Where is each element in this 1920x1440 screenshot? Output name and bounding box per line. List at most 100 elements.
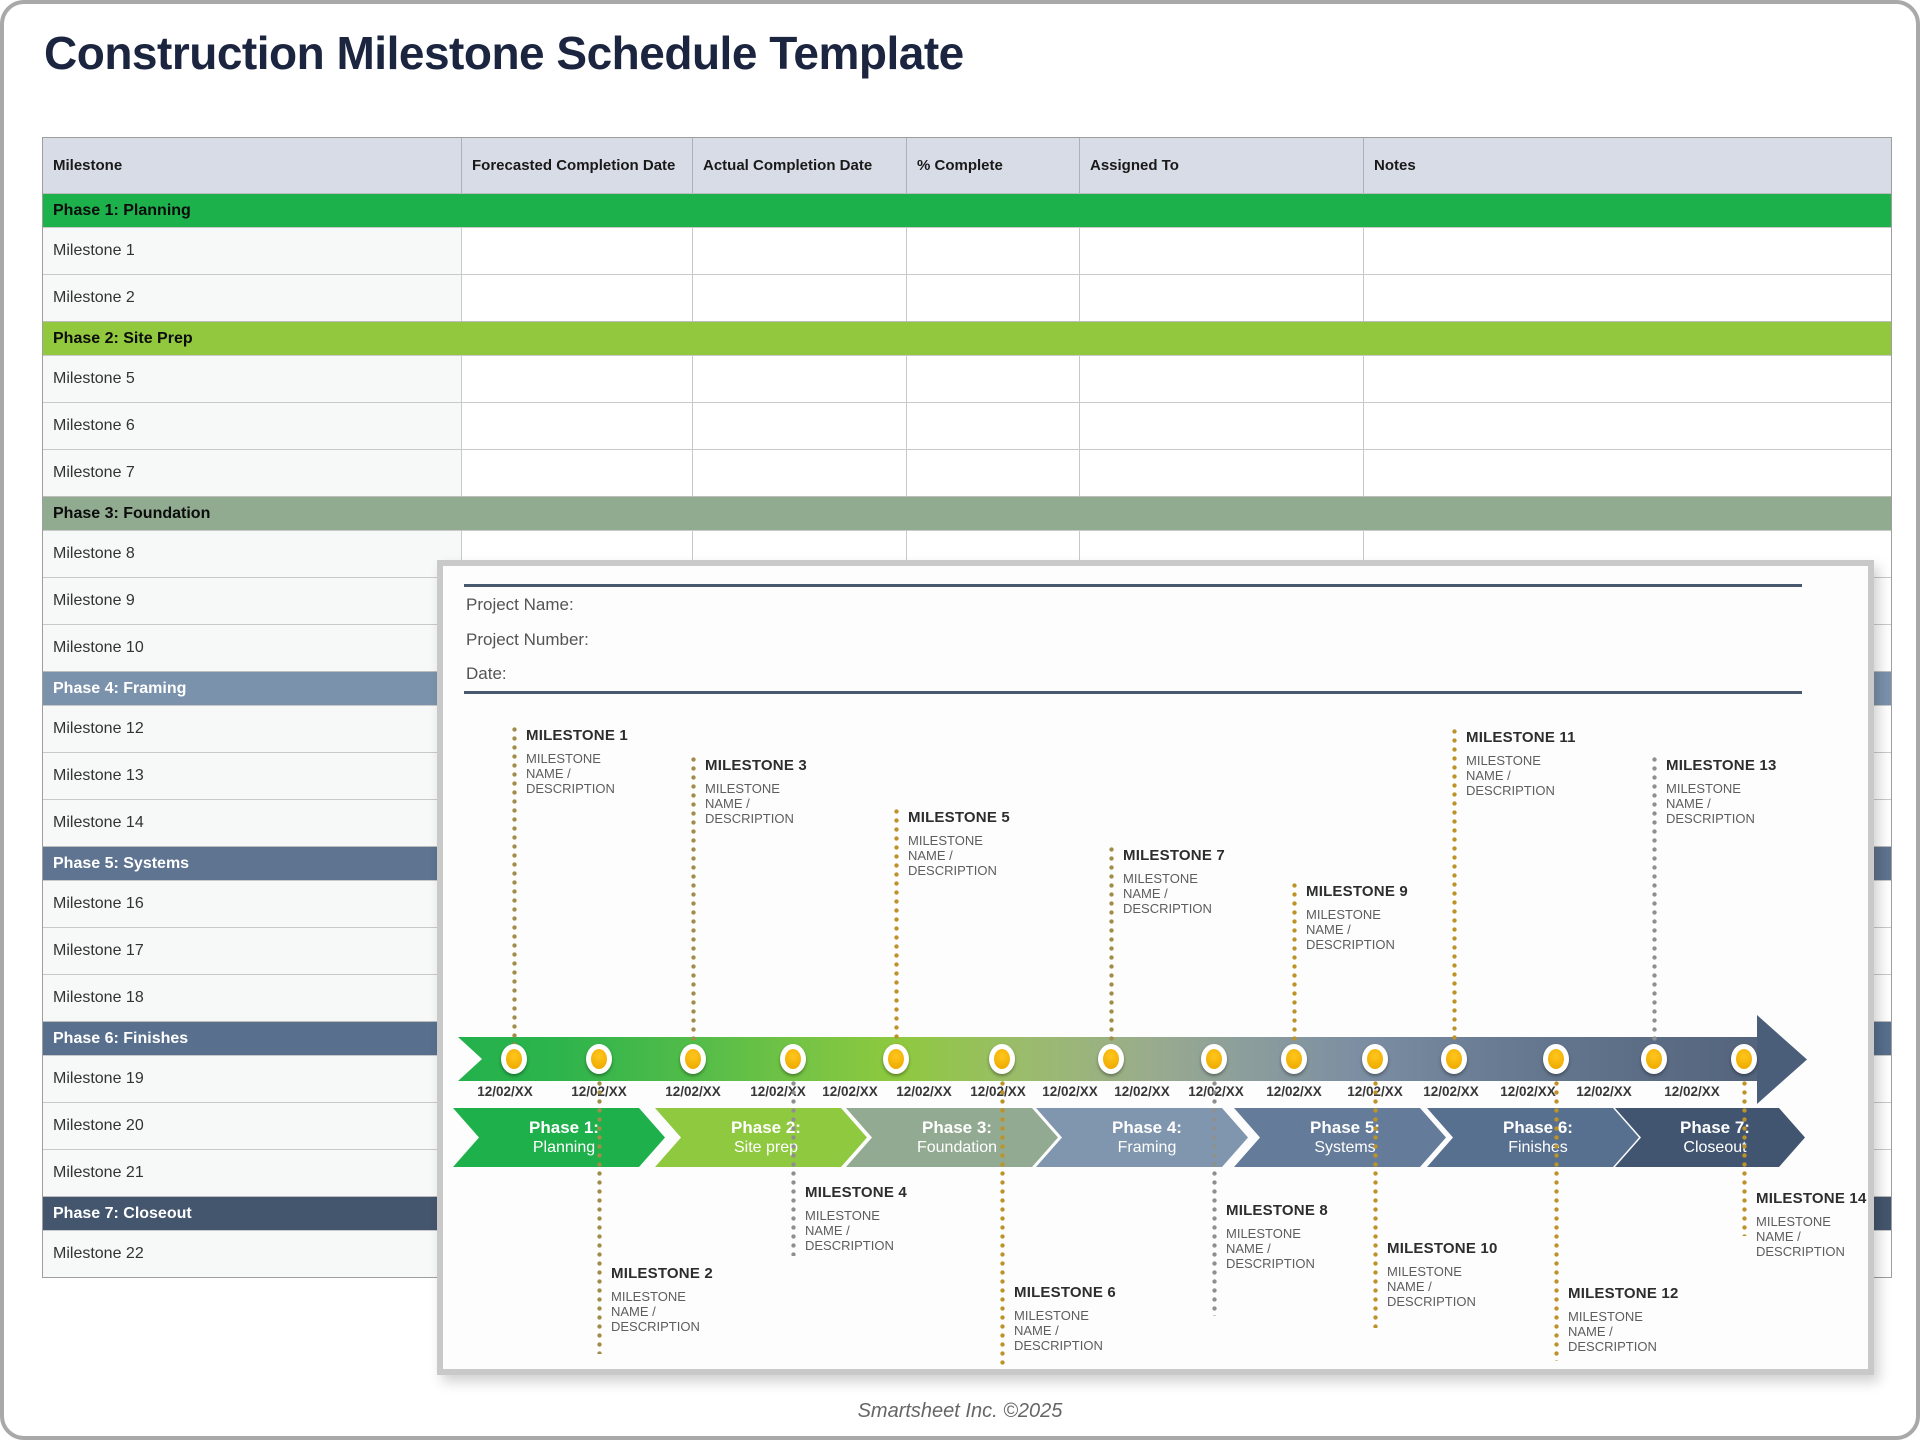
milestone-node-icon bbox=[680, 1044, 706, 1074]
table-cell[interactable] bbox=[1080, 403, 1364, 449]
project-name-input[interactable] bbox=[644, 591, 1544, 617]
timeline-panel bbox=[437, 560, 1874, 1375]
phase-arrow-title: Phase 6: bbox=[1503, 1117, 1573, 1137]
phase-arrow-5: Phase 5:Systems bbox=[1234, 1108, 1446, 1167]
table-row: Milestone 1 bbox=[43, 227, 1891, 274]
phase-arrow-subtitle: Systems bbox=[1314, 1138, 1376, 1156]
table-cell[interactable] bbox=[907, 450, 1080, 496]
table-cell[interactable] bbox=[462, 228, 693, 274]
timeline-date-label: 12/02/XX bbox=[822, 1084, 878, 1099]
milestone-node-icon bbox=[1098, 1044, 1124, 1074]
table-cell[interactable] bbox=[907, 403, 1080, 449]
milestone-name-cell[interactable]: Milestone 13 bbox=[43, 753, 462, 799]
milestone-name-cell[interactable]: Milestone 20 bbox=[43, 1103, 462, 1149]
table-cell[interactable] bbox=[907, 356, 1080, 402]
milestone-node-icon bbox=[1543, 1044, 1569, 1074]
table-cell[interactable] bbox=[693, 356, 907, 402]
table-cell[interactable] bbox=[693, 275, 907, 321]
table-cell[interactable] bbox=[462, 403, 693, 449]
milestone-11-leader-line bbox=[1452, 729, 1457, 1052]
table-cell[interactable] bbox=[1364, 356, 1891, 402]
milestone-name-cell[interactable]: Milestone 10 bbox=[43, 625, 462, 671]
milestone-node-icon bbox=[1641, 1044, 1667, 1074]
table-cell[interactable] bbox=[1080, 228, 1364, 274]
milestone-callout-title: MILESTONE 2 bbox=[611, 1265, 713, 1282]
milestone-callout-title: MILESTONE 4 bbox=[805, 1184, 907, 1201]
milestone-node-icon bbox=[1281, 1044, 1307, 1074]
phase-row: Phase 2: Site Prep bbox=[43, 321, 1891, 355]
phase-arrow-6: Phase 6:Finishes bbox=[1427, 1108, 1639, 1167]
milestone-name-cell[interactable]: Milestone 8 bbox=[43, 531, 462, 577]
milestone-name-cell[interactable]: Milestone 16 bbox=[43, 881, 462, 927]
milestone-node-icon bbox=[1441, 1044, 1467, 1074]
divider-line bbox=[464, 691, 1802, 694]
phase-row: Phase 1: Planning bbox=[43, 193, 1891, 227]
timeline-date-label: 12/02/XX bbox=[665, 1084, 721, 1099]
date-input[interactable] bbox=[644, 660, 1544, 686]
table-cell[interactable] bbox=[1080, 356, 1364, 402]
milestone-callout-title: MILESTONE 5 bbox=[908, 809, 1010, 826]
milestone-name-cell[interactable]: Milestone 21 bbox=[43, 1150, 462, 1196]
milestone-callout-title: MILESTONE 1 bbox=[526, 727, 628, 744]
table-cell[interactable] bbox=[462, 356, 693, 402]
column-header: % Complete bbox=[907, 138, 1080, 193]
milestone-name-cell[interactable]: Milestone 19 bbox=[43, 1056, 462, 1102]
table-cell[interactable] bbox=[1364, 450, 1891, 496]
table-cell[interactable] bbox=[1364, 228, 1891, 274]
table-cell[interactable] bbox=[1364, 403, 1891, 449]
table-row: Milestone 7 bbox=[43, 449, 1891, 496]
milestone-node-icon bbox=[780, 1044, 806, 1074]
table-cell[interactable] bbox=[693, 228, 907, 274]
milestone-name-cell[interactable]: Milestone 7 bbox=[43, 450, 462, 496]
phase-arrow-subtitle: Site prep bbox=[733, 1138, 799, 1156]
page-title: Construction Milestone Schedule Template bbox=[44, 27, 964, 79]
column-header: Actual Completion Date bbox=[693, 138, 907, 193]
project-number-input[interactable] bbox=[644, 626, 1544, 652]
milestone-name-cell[interactable]: Milestone 5 bbox=[43, 356, 462, 402]
table-cell[interactable] bbox=[1080, 275, 1364, 321]
field-label-project-number: Project Number: bbox=[466, 630, 589, 649]
milestone-name-cell[interactable]: Milestone 22 bbox=[43, 1231, 462, 1277]
table-cell[interactable] bbox=[693, 403, 907, 449]
table-cell[interactable] bbox=[693, 450, 907, 496]
field-label-project-name: Project Name: bbox=[466, 595, 574, 614]
milestone-name-cell[interactable]: Milestone 9 bbox=[43, 578, 462, 624]
table-cell[interactable] bbox=[907, 275, 1080, 321]
timeline-date-label: 12/02/XX bbox=[1114, 1084, 1170, 1099]
table-cell[interactable] bbox=[907, 228, 1080, 274]
milestone-14-leader-line bbox=[1742, 1081, 1747, 1236]
milestone-callout-title: MILESTONE 12 bbox=[1568, 1285, 1679, 1302]
milestone-name-cell[interactable]: Milestone 2 bbox=[43, 275, 462, 321]
milestone-8-leader-line bbox=[1212, 1081, 1217, 1316]
milestone-name-cell[interactable]: Milestone 6 bbox=[43, 403, 462, 449]
column-header: Forecasted Completion Date bbox=[462, 138, 693, 193]
timeline-date-label: 12/02/XX bbox=[1576, 1084, 1632, 1099]
milestone-1-leader-line bbox=[512, 727, 517, 1052]
milestone-5-leader-line bbox=[894, 809, 899, 1052]
phase-arrow-subtitle: Planning bbox=[532, 1138, 596, 1156]
table-cell[interactable] bbox=[462, 275, 693, 321]
table-cell[interactable] bbox=[1080, 450, 1364, 496]
phase-arrow-title: Phase 4: bbox=[1112, 1117, 1182, 1137]
milestone-name-cell[interactable]: Milestone 14 bbox=[43, 800, 462, 846]
milestone-name-cell[interactable]: Milestone 12 bbox=[43, 706, 462, 752]
phase-arrow-title: Phase 7: bbox=[1680, 1117, 1750, 1137]
milestone-name-cell[interactable]: Milestone 1 bbox=[43, 228, 462, 274]
timeline-date-label: 12/02/XX bbox=[750, 1084, 806, 1099]
table-cell[interactable] bbox=[1364, 275, 1891, 321]
milestone-node-icon bbox=[501, 1044, 527, 1074]
milestone-name-cell[interactable]: Milestone 18 bbox=[43, 975, 462, 1021]
table-cell[interactable] bbox=[462, 450, 693, 496]
